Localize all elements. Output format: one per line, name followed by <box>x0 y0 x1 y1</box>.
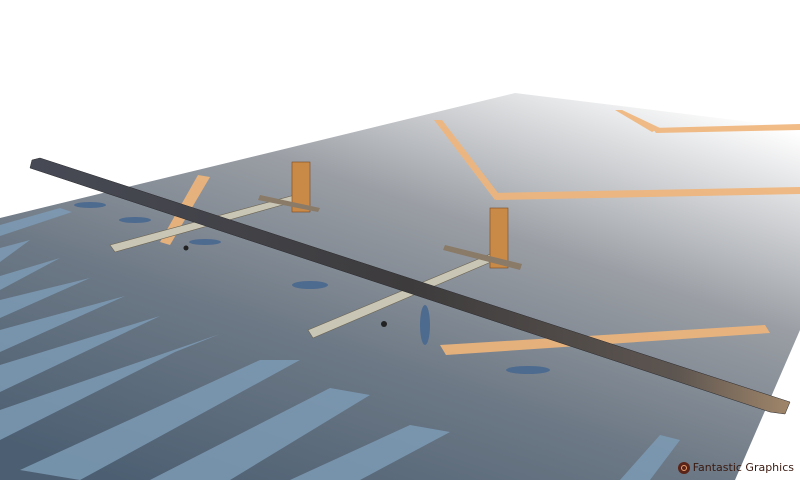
runway-markings <box>160 110 800 355</box>
runway-stripes <box>0 208 680 480</box>
credit-watermark: Fantastic Graphics <box>677 461 794 474</box>
aircraft <box>29 157 791 415</box>
credit-text: Fantastic Graphics <box>692 461 794 474</box>
wing <box>29 157 791 415</box>
fantastic-graphics-logo-icon <box>677 461 690 474</box>
